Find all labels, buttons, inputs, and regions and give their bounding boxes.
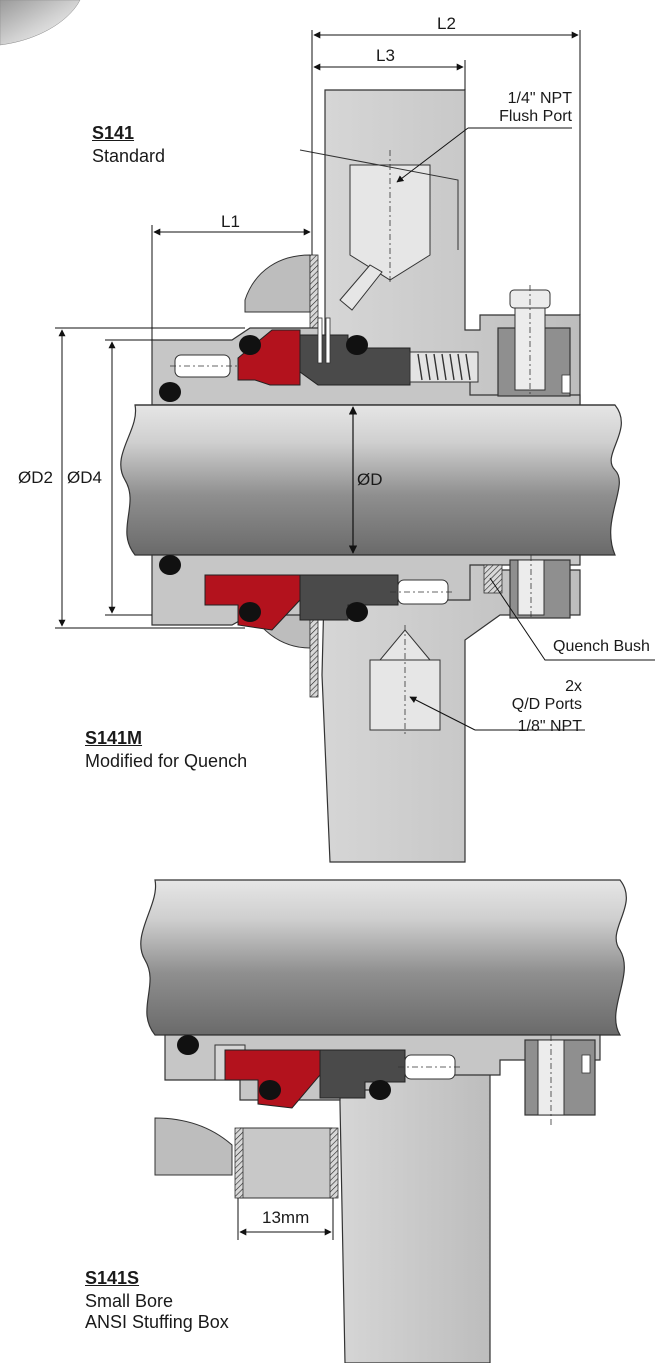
o-ring: [159, 555, 181, 575]
small-bore-assembly: [140, 879, 627, 1363]
dim-label-l3: L3: [376, 46, 395, 65]
quench-bush-label: Quench Bush: [553, 638, 650, 655]
dim-label-d: ØD: [357, 470, 383, 489]
corner-product-photo: [0, 0, 81, 46]
stuffing-box-small: [154, 1117, 233, 1176]
dim-label-d2: ØD2: [18, 468, 53, 487]
o-ring: [259, 1080, 281, 1100]
flush-port-taper: [299, 149, 459, 250]
stuffing-box-bore-small: [239, 1127, 333, 1199]
dimension-lines-top: [55, 30, 655, 731]
qd-ports-count: 2x: [565, 678, 582, 695]
qd-ports-text: Q/D Ports: [511, 696, 582, 713]
o-ring: [369, 1080, 391, 1100]
qd-ports-size: 1/8" NPT: [517, 718, 582, 735]
gasket-top: [309, 254, 319, 341]
qd-port-bore: [369, 629, 441, 731]
qd-ports-label: 2x Q/D Ports 1/8" NPT: [470, 678, 582, 736]
gasket-bottom: [309, 614, 319, 698]
shaft-small-bore: [140, 879, 627, 1036]
variant-title-s141: S141: [92, 123, 135, 143]
flush-port-label: 1/4" NPT Flush Port: [472, 90, 572, 126]
variant-desc-s141m: Modified for Quench: [85, 751, 248, 771]
variant-title-s141s: S141S: [85, 1268, 140, 1288]
dim-label-l1: L1: [221, 212, 240, 231]
shaft: [120, 404, 622, 556]
rotary-face-red-top: [237, 329, 301, 386]
quench-bush-leader: [489, 577, 655, 661]
stuffing-box-face-top: [244, 254, 311, 313]
o-ring: [239, 602, 261, 622]
gasket-left-small: [234, 1127, 244, 1199]
o-ring: [177, 1035, 199, 1055]
flush-port-size: 1/4" NPT: [507, 90, 572, 107]
o-ring: [346, 602, 368, 622]
main-seal-assembly: [120, 89, 622, 863]
o-ring: [346, 335, 368, 355]
variant-desc-s141s-line2: ANSI Stuffing Box: [85, 1312, 229, 1332]
quench-bush: [483, 564, 503, 594]
dim-label-l2: L2: [437, 14, 456, 33]
dim-label-d4: ØD4: [67, 468, 102, 487]
variant-desc-s141s-line1: Small Bore: [85, 1291, 174, 1311]
variant-title-s141m: S141M: [85, 728, 143, 748]
dim-label-13mm: 13mm: [262, 1208, 310, 1227]
gasket-right-small: [329, 1127, 339, 1199]
o-ring: [159, 382, 181, 402]
flush-port-text: Flush Port: [499, 108, 572, 125]
o-ring: [239, 335, 261, 355]
variant-desc-s141: Standard: [92, 146, 166, 166]
stationary-face-carbon-bottom: [299, 574, 399, 621]
stationary-face-carbon-small: [319, 1049, 406, 1099]
